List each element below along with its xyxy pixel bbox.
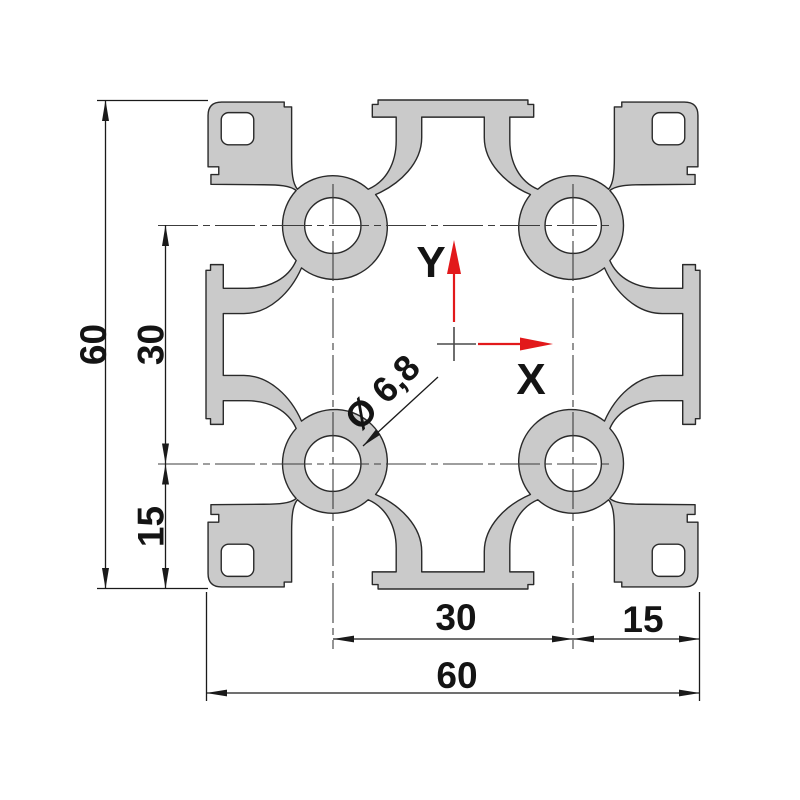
dim-label-bottom-30: 30 xyxy=(435,597,476,638)
corner-screw-channel-bottom-left xyxy=(221,544,254,576)
dim-label-left-30: 30 xyxy=(131,324,172,365)
arrowhead xyxy=(333,635,354,643)
arrowhead xyxy=(162,443,169,464)
arrowhead xyxy=(679,689,700,697)
arrowhead xyxy=(552,635,573,643)
leader-arrowhead xyxy=(363,429,381,446)
coordinate-axes: Y X xyxy=(416,238,553,404)
x-axis-arrowhead xyxy=(520,337,553,351)
arrowhead xyxy=(573,635,594,643)
dim-label-left-60: 60 xyxy=(73,324,114,365)
corner-screw-channel-bottom-right xyxy=(652,544,685,576)
arrowhead xyxy=(162,225,169,246)
dim-label-bottom-60: 60 xyxy=(436,655,477,696)
y-axis-arrowhead xyxy=(447,240,461,274)
centerlines xyxy=(158,184,612,649)
dimension-lines xyxy=(97,99,701,701)
corner-screw-channel-top-right xyxy=(652,113,685,145)
dim-label-bottom-15: 15 xyxy=(622,599,663,640)
arrowhead xyxy=(162,568,169,589)
x-axis-label: X xyxy=(516,355,545,404)
arrowhead xyxy=(206,689,227,697)
corner-screw-channel-top-left xyxy=(221,113,254,145)
arrowhead xyxy=(679,635,700,643)
arrowhead xyxy=(162,464,169,485)
y-axis-label: Y xyxy=(416,238,445,287)
arrowhead xyxy=(102,568,109,589)
arrowhead xyxy=(102,100,109,121)
dim-label-left-15: 15 xyxy=(131,506,172,547)
